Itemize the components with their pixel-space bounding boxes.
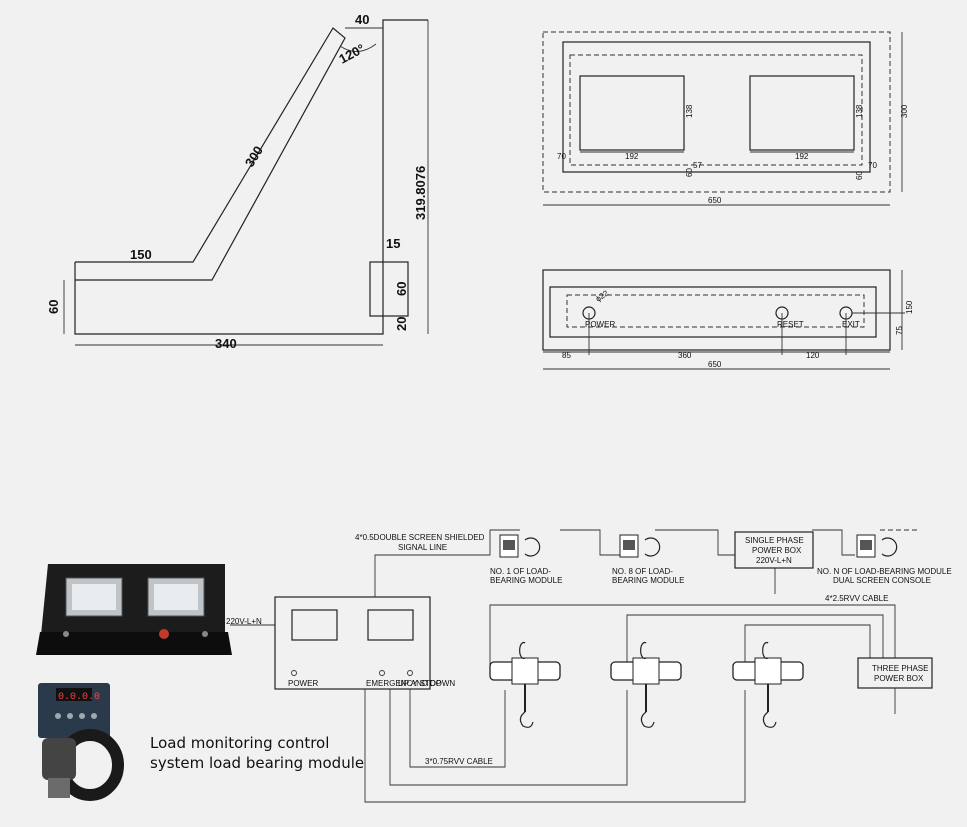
module-1-label-2: BEARING MODULE bbox=[490, 576, 562, 585]
module-8-label-2: BEARING MODULE bbox=[612, 576, 684, 585]
signal-bus-2 bbox=[560, 529, 620, 556]
module-1-label-1: NO. 1 OF LOAD- bbox=[490, 567, 551, 576]
cable-3x075 bbox=[409, 689, 506, 768]
front-dim-height: 300 bbox=[900, 104, 909, 118]
module-n-label-1: NO. N OF LOAD-BEARING MODULE bbox=[817, 567, 952, 576]
front-inner-dashed bbox=[569, 54, 863, 166]
top-dim-width: 650 bbox=[708, 360, 722, 369]
front-dim-138-right: 138 bbox=[855, 104, 864, 118]
dim-slope-label: 300 bbox=[242, 143, 266, 169]
single-phase-box bbox=[734, 531, 814, 569]
caption-line-1: Load monitoring control bbox=[150, 734, 330, 752]
dim-step-label: 15 bbox=[386, 236, 400, 251]
hole-label-power: POWER bbox=[585, 320, 615, 329]
module-n-label-2: DUAL SCREEN CONSOLE bbox=[833, 576, 931, 585]
top-panel-rect bbox=[549, 286, 877, 338]
cable-return-3 bbox=[364, 689, 746, 803]
module-icon-n bbox=[856, 534, 898, 558]
caption: Load monitoring control system load bear… bbox=[150, 733, 364, 773]
front-outer-dashed bbox=[542, 31, 891, 193]
front-dim-138-left: 138 bbox=[685, 104, 694, 118]
top-outer-rect bbox=[542, 269, 891, 351]
side-profile-upper bbox=[75, 27, 346, 281]
cable-return-2 bbox=[389, 689, 628, 786]
control-btn-updown bbox=[407, 670, 413, 676]
load-module-photo: 0.0.0.0 bbox=[38, 683, 124, 801]
dim-left-label: 60 bbox=[46, 300, 61, 314]
hoist-1 bbox=[489, 641, 561, 728]
three-phase-label-2: POWER BOX bbox=[874, 674, 924, 683]
dim-base-top-label: 150 bbox=[130, 247, 152, 262]
top-dim-360: 360 bbox=[678, 351, 692, 360]
signal-bus-1 bbox=[374, 529, 520, 597]
top-dim-120: 120 bbox=[806, 351, 820, 360]
module-display: 0.0.0.0 bbox=[58, 692, 100, 703]
module-icon-1 bbox=[499, 534, 541, 558]
cable-3x075-label: 3*0.75RVV CABLE bbox=[425, 757, 493, 766]
side-profile-outer bbox=[74, 19, 428, 335]
front-dim-57: 57 bbox=[693, 161, 702, 170]
wiring-diagram: 220V-L+N POWER EMERGENCY STOP UP AND DOW… bbox=[36, 529, 952, 803]
dim-right-label: 60 bbox=[394, 282, 409, 296]
dim-foot-label: 20 bbox=[394, 317, 409, 331]
hoist-3 bbox=[732, 641, 804, 728]
three-phase-box bbox=[857, 657, 933, 689]
console-photo bbox=[36, 564, 232, 655]
front-view: 70 192 138 57 60 192 138 70 60 650 300 bbox=[542, 31, 909, 206]
single-phase-label-2: POWER BOX bbox=[752, 546, 802, 555]
front-screen-right bbox=[749, 75, 855, 151]
control-btn-estop-label: EMERGENCY STOP bbox=[366, 679, 441, 688]
angle-arc bbox=[339, 43, 377, 52]
top-dim-85: 85 bbox=[562, 351, 571, 360]
power-cable-4x25 bbox=[489, 604, 896, 665]
three-phase-label-1: THREE PHASE bbox=[872, 664, 928, 673]
side-foot-box bbox=[369, 261, 409, 317]
signal-line-label-2: SIGNAL LINE bbox=[398, 543, 447, 552]
front-dim-70-left: 70 bbox=[557, 152, 566, 161]
side-view: 40 120° 300 319.8076 150 60 340 15 60 20 bbox=[46, 12, 429, 351]
front-panel bbox=[562, 41, 871, 173]
control-screen-right bbox=[367, 609, 414, 641]
power-cable-branch-2 bbox=[744, 624, 871, 665]
hole-label-exit: EXIT bbox=[842, 320, 860, 329]
top-dim-75: 75 bbox=[895, 326, 904, 335]
top-view: ϕ22 POWER RESET EXIT 85 360 120 650 150 … bbox=[542, 269, 914, 370]
front-dim-width: 650 bbox=[708, 196, 722, 205]
control-btn-updown-label: UP AND DOWN bbox=[398, 679, 455, 688]
module-icon-8 bbox=[619, 534, 661, 558]
single-phase-label-1: SINGLE PHASE bbox=[745, 536, 804, 545]
front-screen-left bbox=[579, 75, 685, 151]
supply-label: 220V-L+N bbox=[226, 617, 262, 626]
front-dim-192-right: 192 bbox=[795, 152, 809, 161]
top-dim-hole: ϕ22 bbox=[594, 288, 611, 303]
module-8-label-1: NO. 8 OF LOAD- bbox=[612, 567, 673, 576]
signal-bus-3 bbox=[655, 529, 735, 556]
signal-bus-4 bbox=[812, 529, 855, 556]
front-dim-192-left: 192 bbox=[625, 152, 639, 161]
front-dim-60-b: 60 bbox=[855, 171, 864, 180]
control-btn-estop bbox=[379, 670, 385, 676]
top-inner-dashed bbox=[566, 294, 865, 328]
control-btn-power-label: POWER bbox=[288, 679, 318, 688]
hole-label-reset: RESET bbox=[777, 320, 804, 329]
hoist-2 bbox=[610, 641, 682, 728]
control-screen-left bbox=[291, 609, 338, 641]
dim-height-label: 319.8076 bbox=[413, 166, 428, 220]
control-box bbox=[274, 596, 431, 690]
signal-line-label-1: 4*0.5DOUBLE SCREEN SHIELDED bbox=[355, 533, 485, 542]
front-dim-70-right: 70 bbox=[868, 161, 877, 170]
caption-line-2: system load bearing module bbox=[150, 754, 365, 772]
dim-top-label: 40 bbox=[355, 12, 369, 27]
stop-button-icon bbox=[159, 629, 169, 639]
single-phase-label-3: 220V-L+N bbox=[756, 556, 792, 565]
top-dim-150: 150 bbox=[905, 300, 914, 314]
dim-bottom-label: 340 bbox=[215, 336, 237, 351]
control-btn-power bbox=[291, 670, 297, 676]
cable-4x25-label: 4*2.5RVV CABLE bbox=[825, 594, 888, 603]
front-dim-60-a: 60 bbox=[685, 168, 694, 177]
power-cable-branch-1 bbox=[626, 614, 884, 665]
